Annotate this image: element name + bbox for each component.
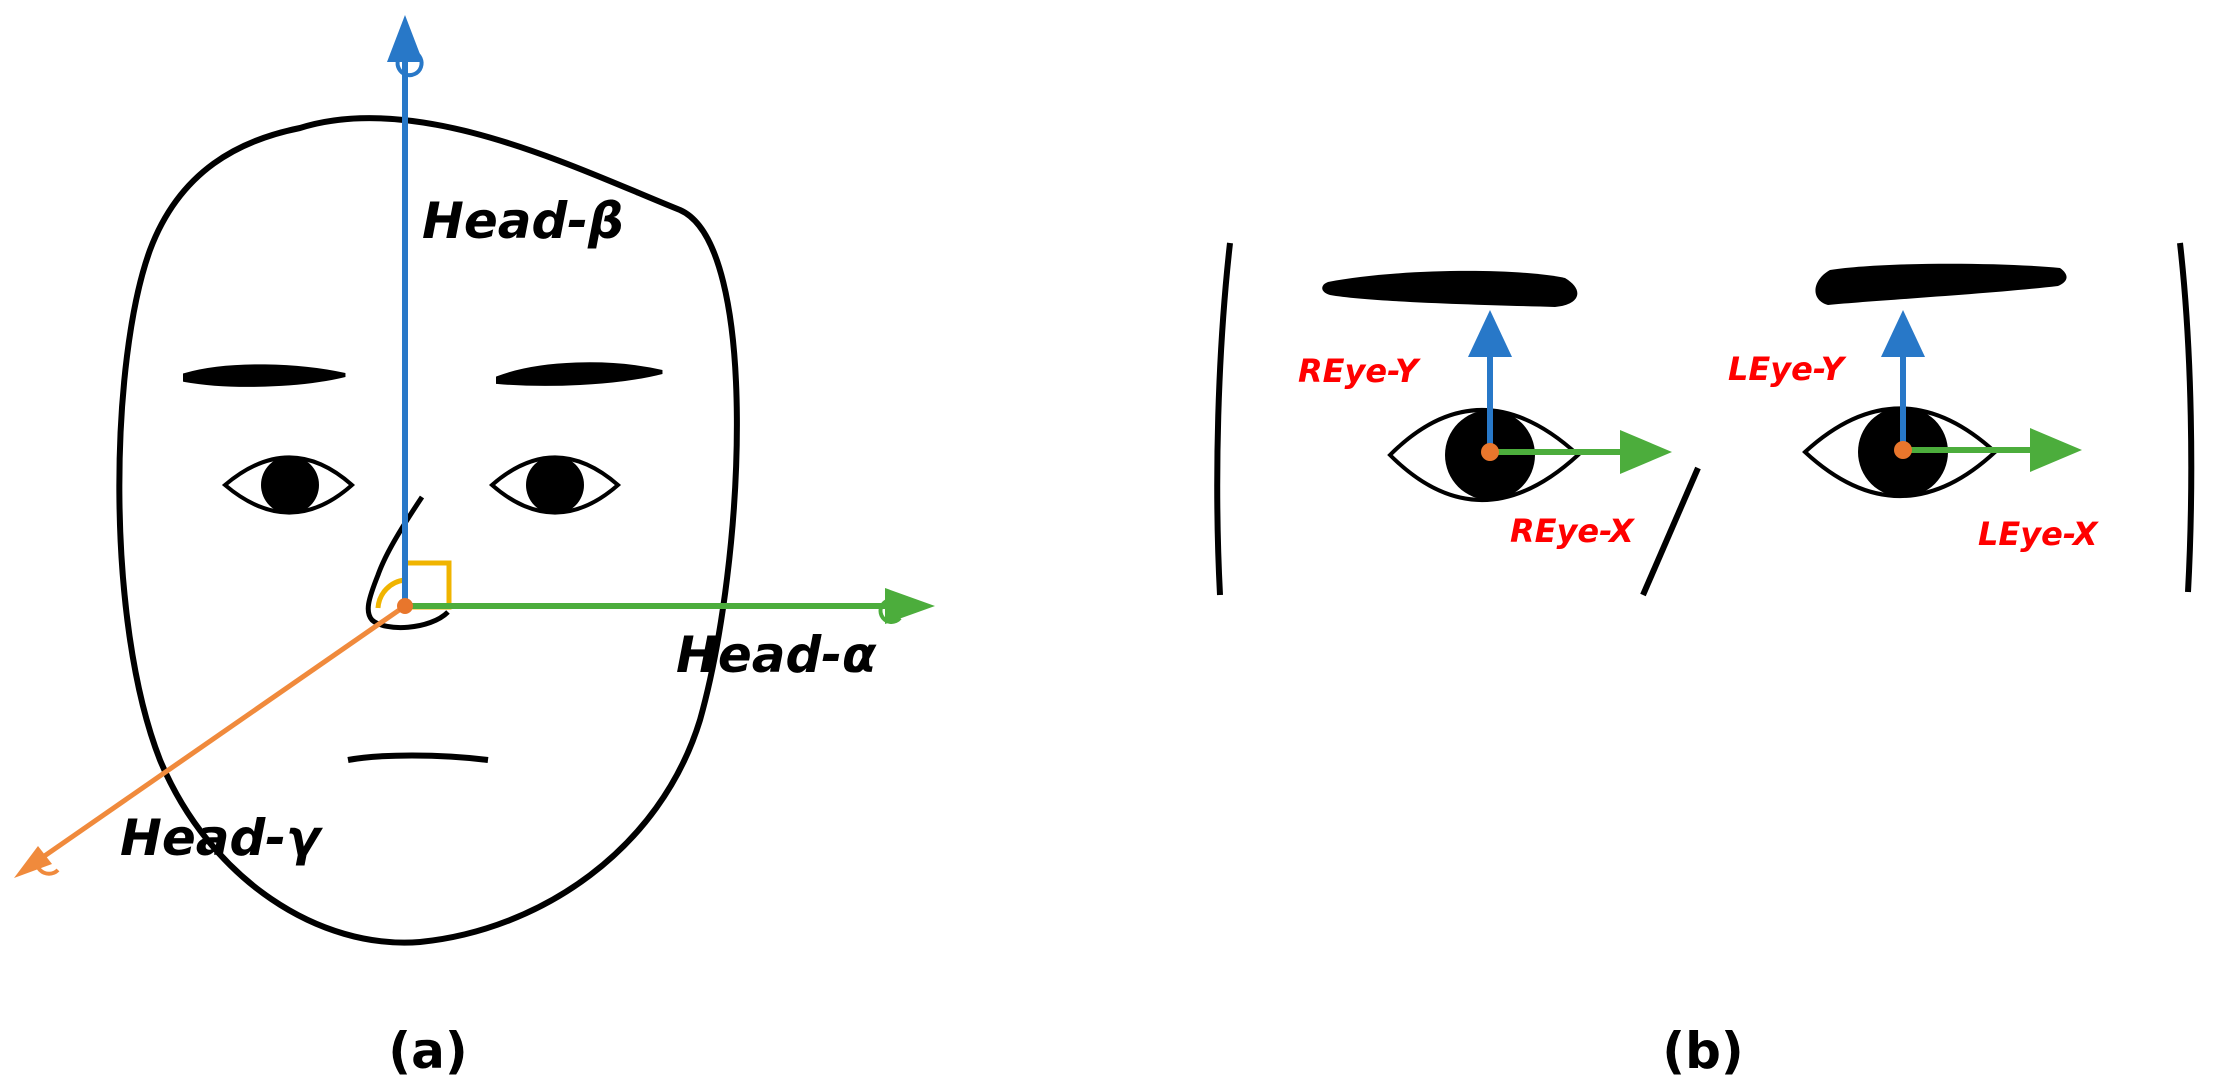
b-right-eye-origin: [1481, 443, 1499, 461]
alpha-rotation-icon: [878, 597, 902, 624]
panel-b-label: (b): [1662, 1022, 1744, 1080]
left-eye: [488, 455, 622, 515]
gamma-rotation-icon: [34, 850, 60, 876]
head-beta-label: Head-β: [422, 192, 624, 250]
nose: [365, 495, 450, 631]
reye-x-label: REye-X: [1510, 512, 1635, 550]
b-right-eyebrow: [1322, 270, 1578, 307]
leye-x-label: LEye-X: [1978, 515, 2099, 553]
head-origin: [397, 598, 413, 614]
b-left-eyebrow: [1815, 263, 2067, 305]
leye-y-label: LEye-Y: [1728, 350, 1847, 388]
b-left-eye: [1802, 310, 2082, 498]
head-alpha-axis: [405, 588, 935, 624]
beta-rotation-icon: [395, 50, 424, 78]
panel-b-eyes: REye-Y REye-X LEye-Y LEye-X (b): [1214, 242, 2195, 1080]
face-outline: [116, 115, 740, 946]
head-alpha-label: Head-α: [676, 626, 877, 684]
right-eyebrow: [183, 364, 346, 387]
b-right-eye-x-arrowhead: [1620, 430, 1672, 474]
reye-y-label: REye-Y: [1298, 352, 1421, 390]
b-left-eye-y-arrowhead: [1881, 310, 1925, 357]
right-pupil: [261, 456, 319, 514]
head-beta-axis: [387, 15, 424, 606]
face-right-edge: [2177, 242, 2195, 593]
left-pupil: [526, 456, 584, 514]
right-angle-arc: [375, 577, 406, 609]
left-eyebrow: [496, 362, 663, 386]
panel-a-head: Head-β Head-α Head-γ (a): [14, 15, 935, 1080]
face-left-edge: [1214, 242, 1233, 596]
b-right-eye: [1387, 310, 1672, 502]
nose-bridge-line: [1640, 466, 1701, 597]
head-gamma-label: Head-γ: [120, 809, 323, 867]
right-eye: [221, 455, 356, 515]
right-angle-marker: [402, 560, 452, 610]
panel-a-label: (a): [388, 1022, 467, 1080]
b-left-eye-origin: [1894, 441, 1912, 459]
b-right-eye-y-arrowhead: [1468, 310, 1512, 357]
mouth: [347, 752, 489, 763]
b-left-eye-x-arrowhead: [2030, 428, 2082, 472]
head-gamma-axis: [14, 603, 407, 878]
